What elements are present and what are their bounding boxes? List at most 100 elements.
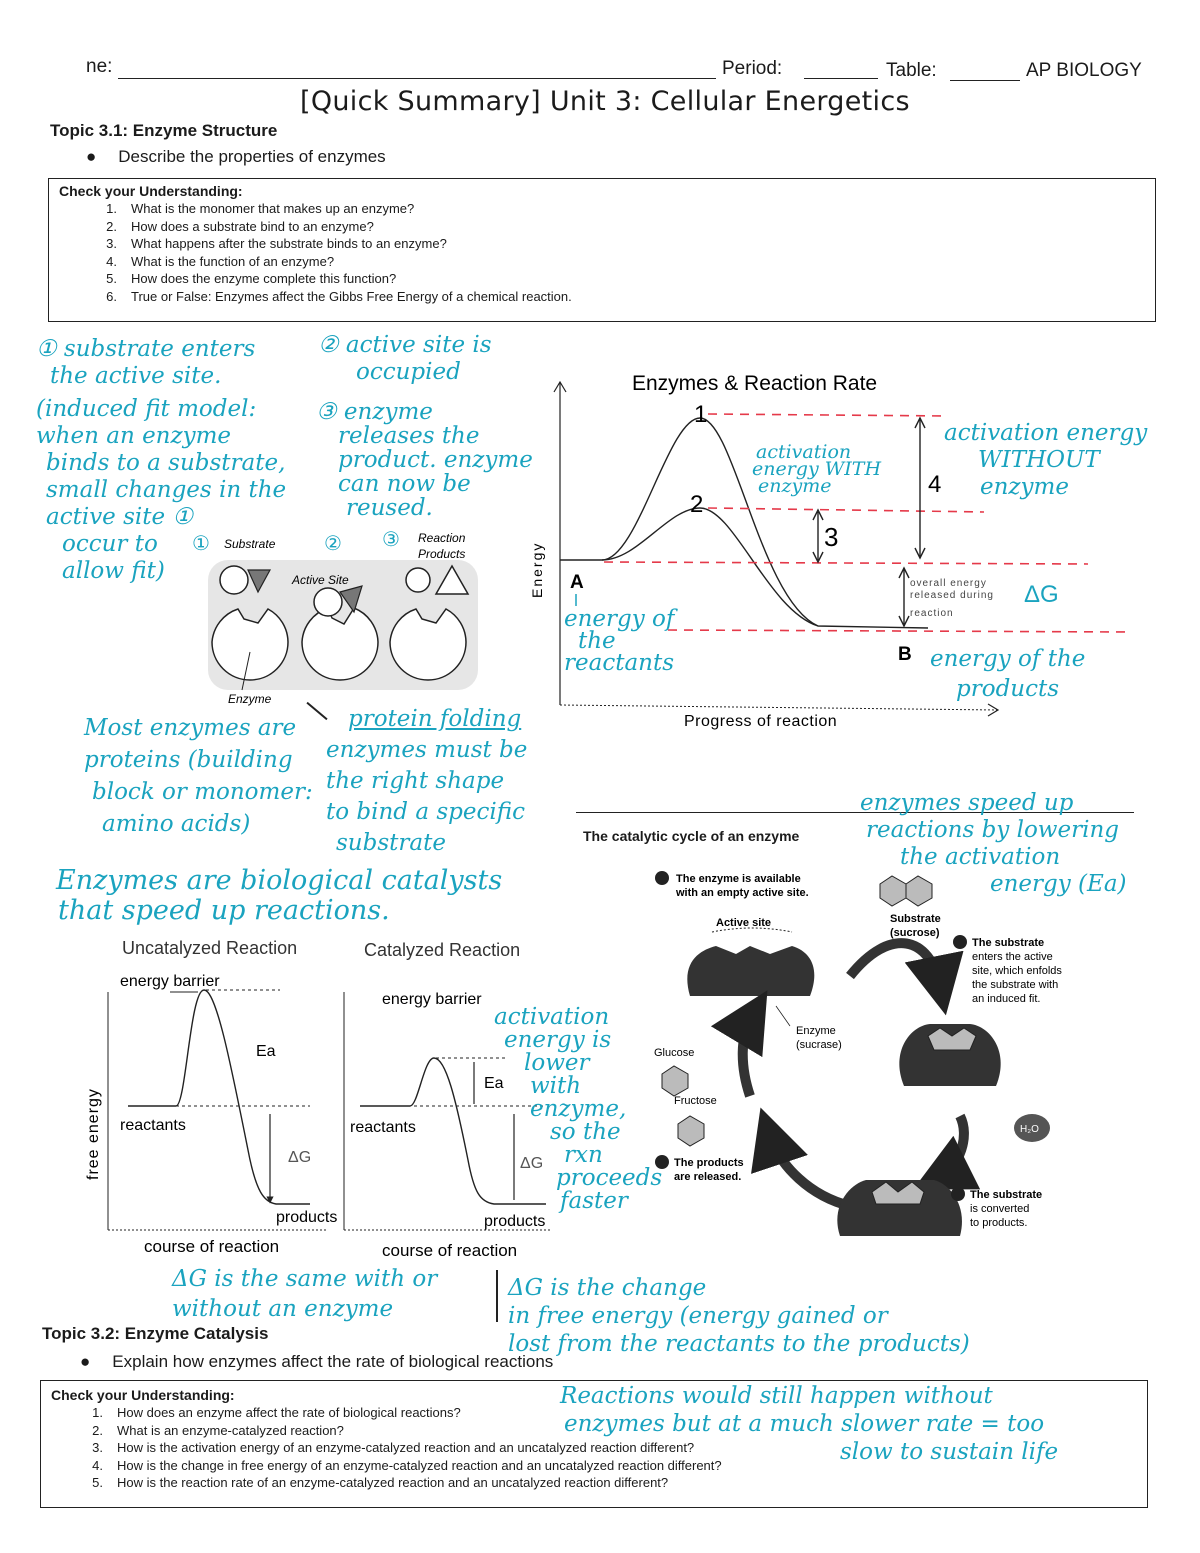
step-3-text-2: is converted bbox=[970, 1203, 1029, 1215]
left-products-label: products bbox=[276, 1209, 337, 1226]
table-label: Table: bbox=[886, 60, 937, 81]
enzyme-label-2: (sucrase) bbox=[796, 1039, 842, 1051]
gap-3-arrowhead-bottom bbox=[812, 551, 824, 564]
list-item: 3.What happens after the substrate binds… bbox=[106, 236, 447, 251]
left-ea-label: Ea bbox=[256, 1043, 276, 1060]
x-axis-arrow bbox=[987, 703, 1000, 717]
check-title: Check your Understanding: bbox=[51, 1387, 235, 1403]
product-shape bbox=[871, 1181, 925, 1205]
step-3-badge bbox=[951, 1187, 965, 1201]
water-molecule bbox=[1014, 1114, 1050, 1142]
list-item: 5.How does the enzyme complete this func… bbox=[106, 271, 397, 286]
substrate-label: Substrate bbox=[224, 537, 276, 551]
name-label: ne: bbox=[86, 56, 113, 77]
step-1-badge bbox=[655, 871, 669, 885]
dg-bracket bbox=[490, 1270, 498, 1322]
period-label: Period: bbox=[722, 58, 783, 79]
y-axis-label: Energy bbox=[529, 542, 545, 598]
point-a-label: A bbox=[570, 572, 584, 593]
rate-graph-title: Enzymes & Reaction Rate bbox=[632, 372, 877, 395]
enzyme-pointer bbox=[775, 1005, 791, 1027]
arrow-1-to-2 bbox=[846, 938, 964, 1016]
gap-4-arrowhead-top bbox=[914, 416, 926, 429]
period-line bbox=[804, 78, 878, 79]
topic-3-2-title: Topic 3.2: Enzyme Catalysis bbox=[42, 1324, 269, 1343]
right-course-label: course of reaction bbox=[382, 1241, 517, 1260]
product-dash bbox=[667, 629, 1129, 633]
peak-1-dash bbox=[707, 413, 949, 417]
check-list: 1.What is the monomer that makes up an e… bbox=[89, 200, 1155, 305]
step-2-text-4: the substrate with bbox=[972, 979, 1058, 991]
substrate-label-2: (sucrose) bbox=[890, 927, 940, 939]
left-barrier-label-1: energy barrier bbox=[120, 973, 220, 990]
water-label: H₂O bbox=[1020, 1124, 1039, 1135]
step-3-text-1: The substrate bbox=[970, 1189, 1042, 1201]
name-line bbox=[118, 78, 716, 79]
y-axis-arrow bbox=[553, 380, 567, 393]
list-item: 1.How does an enzyme affect the rate of … bbox=[92, 1405, 461, 1420]
list-item: 1.What is the monomer that makes up an e… bbox=[106, 201, 415, 216]
empty-enzyme bbox=[687, 946, 815, 996]
substrate-label-1: Substrate bbox=[890, 913, 941, 925]
step-3-label: ③ bbox=[382, 529, 400, 551]
enzyme-label: Enzyme bbox=[228, 692, 272, 706]
right-barrier-label: energy barrier bbox=[382, 991, 482, 1008]
glucose-hex bbox=[661, 1065, 689, 1097]
step-2-text-3: site, which enfolds bbox=[972, 965, 1062, 977]
left-reactants-label: reactants bbox=[120, 1117, 186, 1134]
check-understanding-3-2: Check your Understanding: 1.How does an … bbox=[40, 1380, 1148, 1508]
substrate-circle bbox=[219, 565, 249, 595]
right-dg-label: ΔG bbox=[520, 1155, 543, 1172]
bound-enzyme bbox=[899, 1024, 1001, 1086]
step-2-label: ② bbox=[324, 533, 342, 555]
arrow-4-to-1 bbox=[710, 990, 768, 1098]
list-item: 6.True or False: Enzymes affect the Gibb… bbox=[106, 288, 572, 304]
step-1-text-1: The enzyme is available bbox=[676, 873, 801, 885]
bullet-text: Explain how enzymes affect the rate of b… bbox=[112, 1352, 554, 1371]
catalyzed-curve bbox=[360, 1057, 546, 1205]
list-item: 5.How is the reaction rate of an enzyme-… bbox=[92, 1475, 669, 1490]
products-label-1: Reaction bbox=[418, 531, 466, 545]
arrow-3-to-4 bbox=[751, 1107, 852, 1211]
name-field: ne: bbox=[86, 56, 112, 78]
active-site-label: Active Site bbox=[291, 573, 349, 587]
enzyme-pointer bbox=[241, 651, 251, 691]
peak-1-label: 1 bbox=[694, 401, 707, 428]
enzyme-3 bbox=[389, 608, 467, 681]
enzyme-label-1: Enzyme bbox=[796, 1025, 836, 1037]
left-dg-label: ΔG bbox=[288, 1149, 311, 1166]
list-item: 4.How is the change in free energy of an… bbox=[92, 1457, 722, 1473]
fructose-label: Fructose bbox=[674, 1095, 717, 1107]
right-reactants-label: reactants bbox=[350, 1119, 416, 1136]
substrate-triangle bbox=[247, 569, 272, 594]
list-item: 3.How is the activation energy of an enz… bbox=[92, 1440, 695, 1455]
active-site-label: Active site bbox=[716, 917, 771, 929]
overall-label-2: released during bbox=[910, 590, 994, 601]
point-b-label: B bbox=[898, 644, 912, 665]
topic-3-2-bullet: ●Explain how enzymes affect the rate of … bbox=[80, 1352, 553, 1372]
right-products-label: products bbox=[484, 1213, 545, 1230]
catalytic-cycle-diagram: The enzyme is available with an empty ac… bbox=[654, 871, 1062, 1236]
cycle-rule bbox=[576, 812, 1134, 813]
overall-label-3: reaction bbox=[910, 608, 954, 619]
uncatalyzed-curve bbox=[560, 417, 929, 629]
step-1-label: ① bbox=[192, 533, 210, 555]
catalyzed-title: Catalyzed Reaction bbox=[364, 940, 520, 960]
cycle-title: The catalytic cycle of an enzyme bbox=[583, 828, 800, 844]
free-energy-label: free energy bbox=[85, 1088, 102, 1180]
substrate-hex-1 bbox=[879, 875, 907, 907]
delta-g-arrowhead-top bbox=[898, 566, 910, 579]
fructose-hex bbox=[677, 1115, 705, 1147]
product-triangle bbox=[434, 564, 470, 595]
enzyme-rate-graph: Enzymes & Reaction Rate Energy Progress … bbox=[529, 372, 1129, 730]
bound-substrate-triangle bbox=[339, 585, 363, 614]
check-title: Check your Understanding: bbox=[59, 183, 243, 199]
